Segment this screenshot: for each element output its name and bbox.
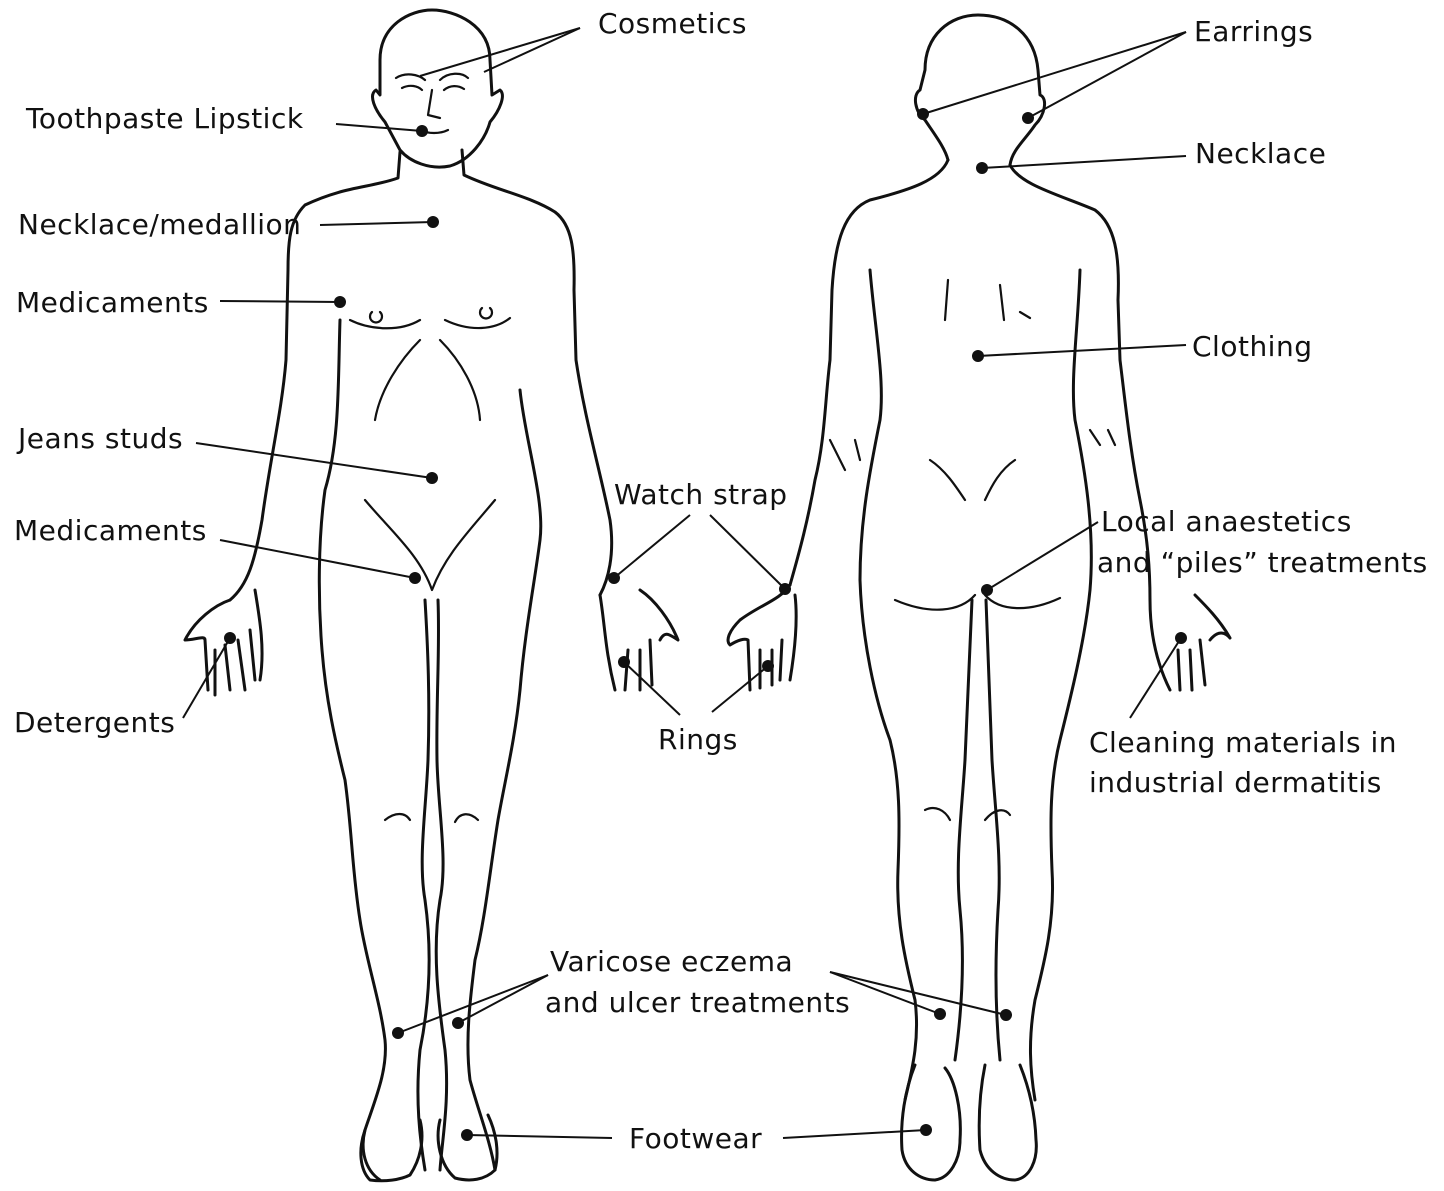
label-cleaning-line1: Cleaning materials in — [1089, 726, 1397, 759]
label-necklace: Necklace — [1195, 137, 1326, 170]
dot-varicose-front-right — [452, 1017, 464, 1029]
front-knees — [385, 814, 478, 822]
front-chest — [350, 308, 510, 420]
label-earrings: Earrings — [1194, 15, 1313, 48]
front-feet — [361, 1115, 497, 1181]
front-face — [396, 74, 468, 133]
dot-medicaments-upper — [334, 296, 346, 308]
labels: Cosmetics Toothpaste Lipstick Necklace/m… — [14, 7, 1428, 1155]
back-side-right — [1030, 270, 1091, 1100]
back-details — [830, 280, 1115, 610]
dot-footwear-back — [920, 1124, 932, 1136]
dot-detergents — [224, 632, 236, 644]
label-local-line1: Local anaestetics — [1101, 505, 1352, 538]
label-cosmetics: Cosmetics — [598, 7, 747, 40]
dot-footwear-front — [461, 1129, 473, 1141]
dot-watch-strap-front — [608, 572, 620, 584]
back-side-left — [860, 270, 917, 1100]
dot-earring-right — [1022, 112, 1034, 124]
back-torso-left — [790, 160, 948, 585]
dot-varicose-back-right — [1000, 1009, 1012, 1021]
dot-cleaning — [1175, 632, 1187, 644]
front-pelvis — [365, 500, 495, 590]
front-leg-inner — [418, 600, 447, 1170]
label-medicaments-lower: Medicaments — [14, 514, 207, 547]
dot-earring-left — [917, 108, 929, 120]
dot-medicaments-lower — [409, 572, 421, 584]
dot-toothpaste — [416, 125, 428, 137]
label-local-line2: and “piles” treatments — [1097, 546, 1428, 579]
dot-varicose-back-left — [934, 1008, 946, 1020]
dot-clothing — [972, 350, 984, 362]
label-rings: Rings — [658, 723, 738, 756]
front-head — [373, 10, 503, 167]
label-varicose-line2: and ulcer treatments — [545, 986, 850, 1019]
dot-varicose-front-left — [392, 1027, 404, 1039]
back-head — [915, 15, 1044, 165]
dot-jeans-studs — [426, 472, 438, 484]
dot-watch-strap-back — [779, 583, 791, 595]
front-torso-right — [462, 150, 612, 595]
front-hand-left — [185, 590, 262, 695]
back-feet — [902, 1065, 1037, 1180]
front-arm-inner-left — [319, 320, 385, 1180]
dot-ring-back — [762, 660, 774, 672]
label-medicaments-upper: Medicaments — [16, 286, 209, 319]
label-detergents: Detergents — [14, 706, 175, 739]
label-toothpaste-lipstick: Toothpaste Lipstick — [25, 102, 304, 135]
dot-necklace-front — [427, 216, 439, 228]
label-jeans-studs: Jeans studs — [16, 422, 183, 455]
dot-piles — [981, 584, 993, 596]
label-varicose-line1: Varicose eczema — [550, 945, 793, 978]
label-necklace-medallion: Necklace/medallion — [18, 208, 301, 241]
back-leg-inner — [955, 600, 1000, 1060]
back-hand-right — [1150, 595, 1230, 690]
label-cleaning-line2: industrial dermatitis — [1089, 766, 1382, 799]
label-footwear: Footwear — [629, 1122, 762, 1155]
back-hand-left — [728, 585, 796, 690]
front-arm-inner-right — [468, 390, 541, 1170]
label-clothing: Clothing — [1192, 330, 1312, 363]
dot-ring-front — [618, 656, 630, 668]
dot-necklace-back — [976, 162, 988, 174]
label-watch-strap: Watch strap — [614, 478, 788, 511]
